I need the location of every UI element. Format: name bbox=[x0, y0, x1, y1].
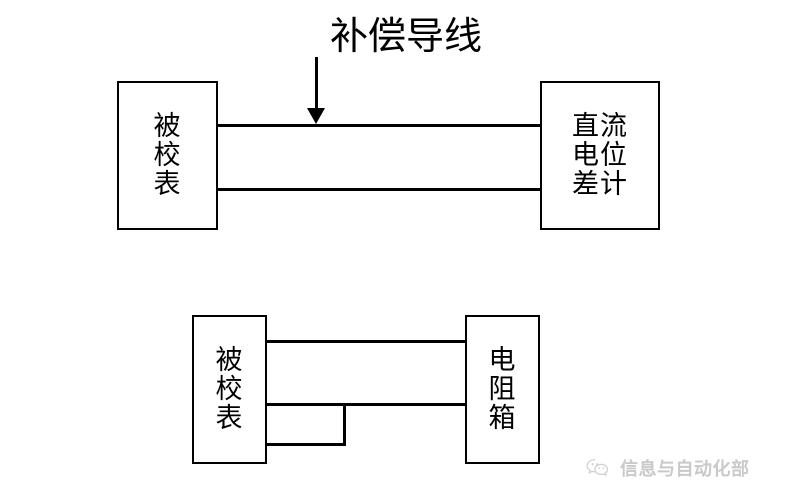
block-label-line: 表 bbox=[153, 169, 182, 201]
wire-bottom-jumper-lower bbox=[265, 443, 345, 446]
block-label-line: 差计 bbox=[572, 169, 628, 201]
block-label-line: 箱 bbox=[488, 403, 517, 435]
block-label-line: 被 bbox=[215, 344, 244, 376]
block-device-under-test-bottom: 被 校 表 bbox=[192, 315, 267, 464]
block-dc-potentiometer: 直流 电位 差计 bbox=[540, 81, 660, 230]
wechat-logo-icon bbox=[585, 455, 611, 481]
watermark: 信息与自动化部 bbox=[585, 455, 750, 481]
block-label-line: 阻 bbox=[488, 373, 517, 405]
block-label-line: 表 bbox=[215, 403, 244, 435]
wire-bottom-upper bbox=[265, 340, 467, 343]
block-label-line: 被 bbox=[153, 110, 182, 142]
wire-bottom-middle bbox=[265, 403, 467, 406]
block-label-line: 电位 bbox=[572, 139, 628, 171]
wire-bottom-jumper-vertical bbox=[343, 403, 346, 446]
block-device-under-test-top: 被 校 表 bbox=[117, 81, 218, 230]
wire-top-lower bbox=[216, 188, 542, 191]
annotation-arrow-shaft bbox=[315, 57, 318, 109]
wire-top-upper bbox=[216, 124, 542, 127]
block-label-line: 直流 bbox=[572, 110, 628, 142]
block-resistance-box: 电 阻 箱 bbox=[465, 315, 540, 464]
block-label-line: 校 bbox=[153, 139, 182, 171]
block-label-line: 校 bbox=[215, 373, 244, 405]
down-arrow-icon bbox=[307, 108, 325, 124]
block-label-line: 电 bbox=[488, 344, 517, 376]
watermark-text: 信息与自动化部 bbox=[620, 459, 750, 480]
annotation-label-compensating-wire: 补偿导线 bbox=[330, 14, 483, 58]
